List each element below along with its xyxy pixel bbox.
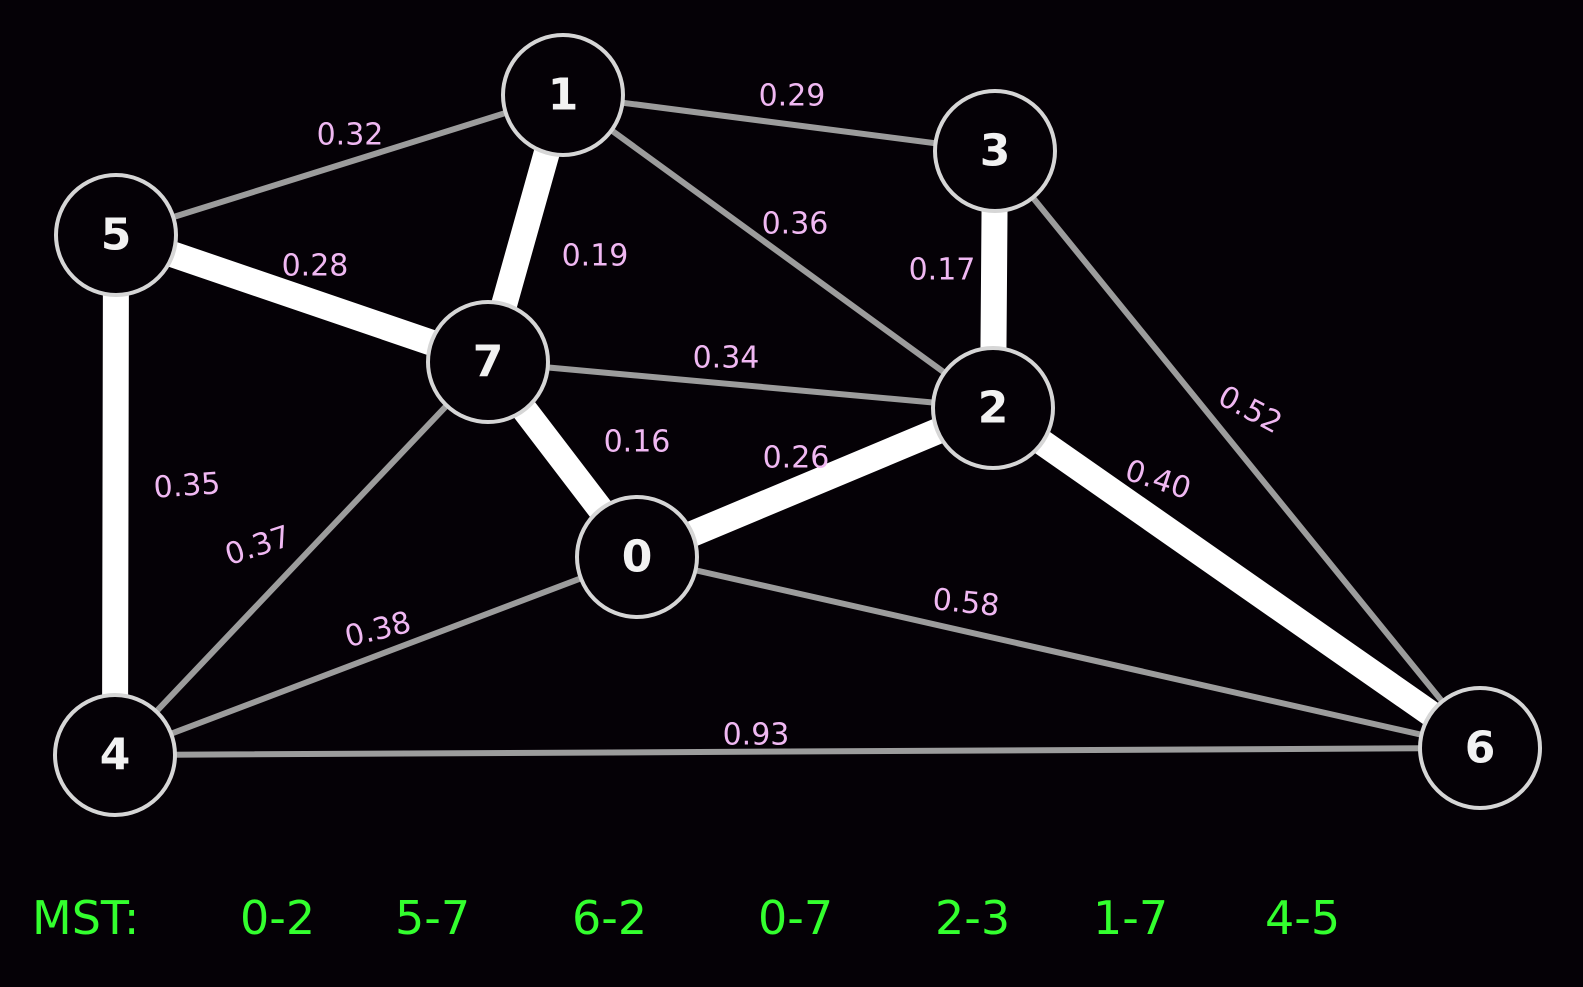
nodes-layer: 0 1 2 3 4 5 6 7 (53, 33, 1542, 817)
edge-5-4 (102, 222, 129, 768)
node-circle-3 (933, 89, 1057, 213)
mst-edge-0-7: 0-7 (758, 891, 833, 945)
edge-4-7 (112, 359, 491, 758)
mst-prefix: MST: (32, 891, 139, 945)
node-7: 7 (426, 300, 550, 424)
edge-7-2 (485, 359, 996, 411)
node-3: 3 (933, 89, 1057, 213)
node-6: 6 (1418, 686, 1542, 810)
edge-weight-0-6: 0.58 (931, 582, 1001, 624)
node-4: 4 (53, 693, 177, 817)
node-0: 0 (575, 495, 699, 619)
edge-weight-3-2: 0.17 (909, 253, 976, 288)
edge-weight-0-2: 0.26 (763, 441, 830, 476)
node-label-0: 0 (622, 532, 653, 583)
edge-weight-7-2: 0.34 (693, 341, 760, 376)
edge-weight-1-7: 0.19 (562, 239, 629, 274)
mst-summary: MST: 0-2 5-7 6-2 0-7 2-3 1-7 4-5 (32, 891, 1340, 945)
node-label-5: 5 (101, 210, 132, 261)
edge-2-6 (980, 395, 1493, 761)
edge-weight-7-0: 0.16 (604, 425, 671, 460)
node-circle-4 (53, 693, 177, 817)
node-circle-1 (501, 33, 625, 157)
edge-weight-4-6: 0.93 (723, 718, 790, 753)
edge-weight-5-7: 0.28 (282, 249, 349, 284)
edge-4-6 (112, 745, 1483, 758)
edge-0-2 (624, 395, 1006, 570)
node-circle-7 (426, 300, 550, 424)
edge-1-3 (560, 92, 998, 154)
node-label-4: 4 (100, 730, 131, 781)
edge-weight-1-3: 0.29 (759, 79, 826, 114)
edge-4-0 (112, 554, 640, 758)
edge-weight-5-1: 0.32 (317, 118, 384, 153)
edge-1-2 (560, 92, 996, 411)
edge-weight-1-2: 0.36 (762, 207, 829, 242)
edge-0-6 (634, 554, 1483, 751)
node-circle-5 (54, 173, 178, 297)
node-circle-0 (575, 495, 699, 619)
edge-3-6 (992, 148, 1483, 751)
mst-edge-5-7: 5-7 (395, 891, 470, 945)
node-label-2: 2 (978, 383, 1009, 434)
mst-edge-1-7: 1-7 (1093, 891, 1168, 945)
mst-edge-6-2: 6-2 (572, 891, 647, 945)
node-2: 2 (931, 346, 1055, 470)
mst-edge-4-5: 4-5 (1265, 891, 1340, 945)
node-label-6: 6 (1465, 723, 1496, 774)
node-circle-2 (931, 346, 1055, 470)
mst-edge-2-3: 2-3 (935, 891, 1010, 945)
node-label-7: 7 (473, 337, 504, 388)
node-circle-6 (1418, 686, 1542, 810)
edge-5-1 (113, 92, 566, 238)
node-5: 5 (54, 173, 178, 297)
node-label-3: 3 (980, 126, 1011, 177)
mst-edge-0-2: 0-2 (240, 891, 315, 945)
edge-weight-5-4: 0.35 (152, 466, 221, 506)
edge-5-7 (103, 222, 501, 375)
node-label-1: 1 (548, 70, 579, 121)
node-1: 1 (501, 33, 625, 157)
